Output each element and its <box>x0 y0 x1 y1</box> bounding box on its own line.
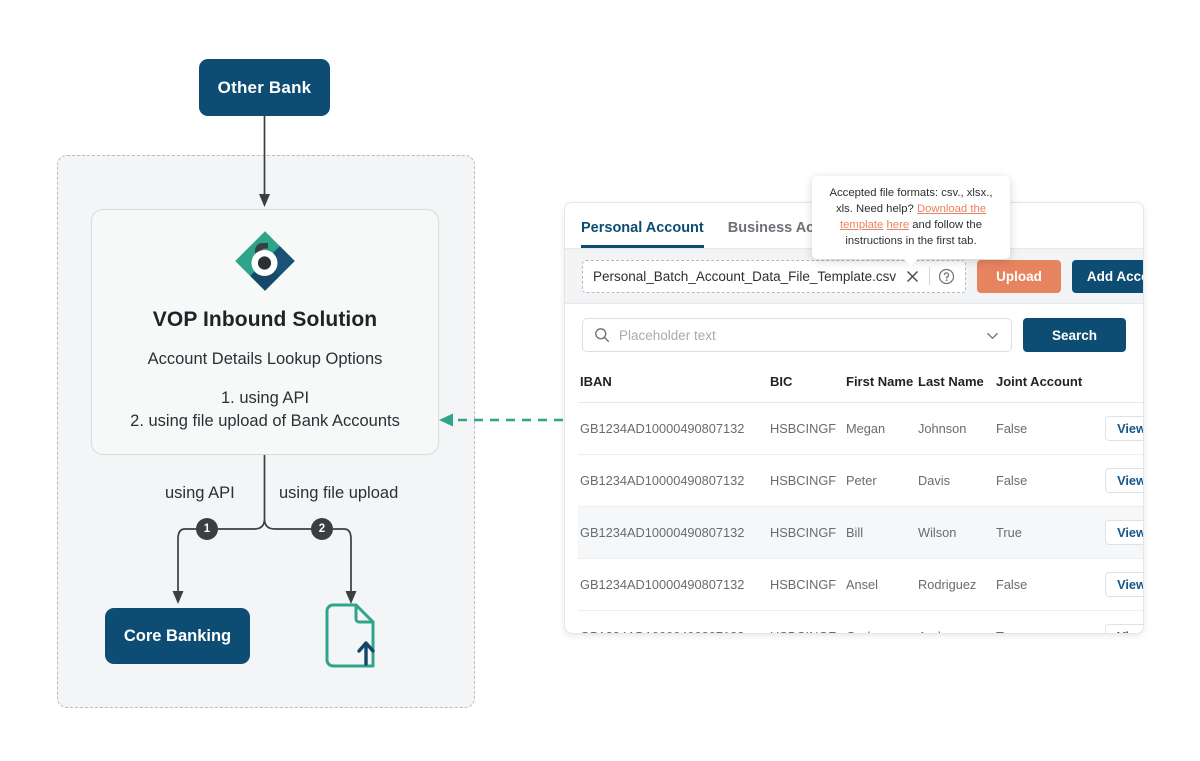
branch-label-file-upload: using file upload <box>279 484 399 502</box>
view-button[interactable]: View <box>1105 520 1143 545</box>
brand-diamond-b-logo-icon <box>234 230 296 292</box>
cell-bic: HSBCINGF <box>770 454 846 507</box>
cell-last-name: Wilson <box>918 506 996 559</box>
accounts-table: IBAN BIC First Name Last Name Joint Acco… <box>578 366 1143 633</box>
accounts-panel: Personal Account Business Account Person… <box>564 202 1144 634</box>
view-button[interactable]: View <box>1105 572 1143 597</box>
search-input[interactable]: Placeholder text <box>582 318 1012 352</box>
other-bank-label: Other Bank <box>217 77 312 97</box>
vop-option-1: 1. using API <box>220 389 310 407</box>
cell-bic: HSBCINGF <box>770 506 846 559</box>
vop-inbound-solution-card: VOP Inbound Solution Account Details Loo… <box>91 209 439 455</box>
cell-bic: HSBCINGF <box>770 558 846 611</box>
cell-joint-account: True <box>996 610 1096 633</box>
here-link[interactable]: here <box>886 219 910 231</box>
column-header-first-name: First Name <box>846 366 918 403</box>
cell-first-name: Graham <box>846 610 918 633</box>
core-banking-node: Core Banking <box>105 608 250 664</box>
cell-last-name: Anderson <box>918 610 996 633</box>
cell-actions: View <box>1096 558 1143 611</box>
cell-iban: GB1234AD10000490807132 <box>578 506 770 559</box>
cell-first-name: Bill <box>846 506 918 559</box>
chevron-down-icon[interactable] <box>985 328 1000 343</box>
core-banking-label: Core Banking <box>123 626 232 645</box>
cell-actions: View <box>1096 402 1143 455</box>
cell-last-name: Davis <box>918 454 996 507</box>
tooltip-prefix: Need help? <box>856 203 917 215</box>
table-row: GB1234AD10000490807132HSBCINGFGrahamAnde… <box>578 610 1143 633</box>
file-input-field[interactable]: Personal_Batch_Account_Data_File_Templat… <box>582 259 967 293</box>
cell-last-name: Johnson <box>918 402 996 455</box>
upload-button[interactable]: Upload <box>977 259 1061 293</box>
search-icon <box>594 327 610 343</box>
column-header-last-name: Last Name <box>918 366 996 403</box>
table-header-row: IBAN BIC First Name Last Name Joint Acco… <box>578 366 1143 403</box>
close-x-icon[interactable] <box>904 268 921 285</box>
step-badge-2: 2 <box>311 518 333 540</box>
search-placeholder: Placeholder text <box>619 327 716 343</box>
field-divider <box>929 267 931 285</box>
tab-personal-account[interactable]: Personal Account <box>581 220 704 248</box>
file-upload-toolbar: Personal_Batch_Account_Data_File_Templat… <box>565 248 1143 304</box>
search-button[interactable]: Search <box>1022 318 1126 352</box>
cell-iban: GB1234AD10000490807132 <box>578 402 770 455</box>
cell-joint-account: False <box>996 402 1096 455</box>
file-format-tooltip: Accepted file formats: csv., xlsx., xls.… <box>812 176 1010 266</box>
column-header-actions <box>1096 366 1143 403</box>
cell-iban: GB1234AD10000490807132 <box>578 454 770 507</box>
vop-card-title: VOP Inbound Solution <box>152 308 378 331</box>
vop-flow-diagram: Other Bank <box>0 0 563 761</box>
tooltip-suffix: and follow the instructions in the first… <box>845 219 982 247</box>
cell-actions: View <box>1096 506 1143 559</box>
view-button[interactable]: View <box>1105 624 1143 633</box>
cell-actions: View <box>1096 610 1143 633</box>
cell-bic: HSBCINGF <box>770 610 846 633</box>
cell-joint-account: False <box>996 558 1096 611</box>
question-circle-icon[interactable] <box>938 268 955 285</box>
cell-first-name: Megan <box>846 402 918 455</box>
cell-last-name: Rodriguez <box>918 558 996 611</box>
other-bank-node: Other Bank <box>199 59 330 116</box>
cell-iban: GB1234AD10000490807132 <box>578 558 770 611</box>
vop-option-2: 2. using file upload of Bank Accounts <box>130 412 400 430</box>
download-template-link[interactable]: Download the template <box>840 203 987 231</box>
column-header-joint-account: Joint Account <box>996 366 1096 403</box>
file-upload-icon <box>322 603 382 668</box>
branch-label-api: using API <box>165 484 235 502</box>
add-account-button[interactable]: Add Account <box>1071 259 1143 293</box>
selected-file-name: Personal_Batch_Account_Data_File_Templat… <box>593 268 897 284</box>
tooltip-line-1: Accepted file formats: csv., xlsx., xls. <box>829 187 993 215</box>
step-badge-1: 1 <box>196 518 218 540</box>
vop-card-subtitle: Account Details Lookup Options <box>147 350 383 368</box>
cell-iban: GB1234AD10000490807132 <box>578 610 770 633</box>
view-button[interactable]: View <box>1105 468 1143 493</box>
cell-joint-account: True <box>996 506 1096 559</box>
cell-first-name: Peter <box>846 454 918 507</box>
view-button[interactable]: View <box>1105 416 1143 441</box>
column-header-iban: IBAN <box>578 366 770 403</box>
column-header-bic: BIC <box>770 366 846 403</box>
cell-joint-account: False <box>996 454 1096 507</box>
cell-bic: HSBCINGF <box>770 402 846 455</box>
search-toolbar: Placeholder text Search <box>565 304 1143 362</box>
cell-actions: View <box>1096 454 1143 507</box>
cell-first-name: Ansel <box>846 558 918 611</box>
